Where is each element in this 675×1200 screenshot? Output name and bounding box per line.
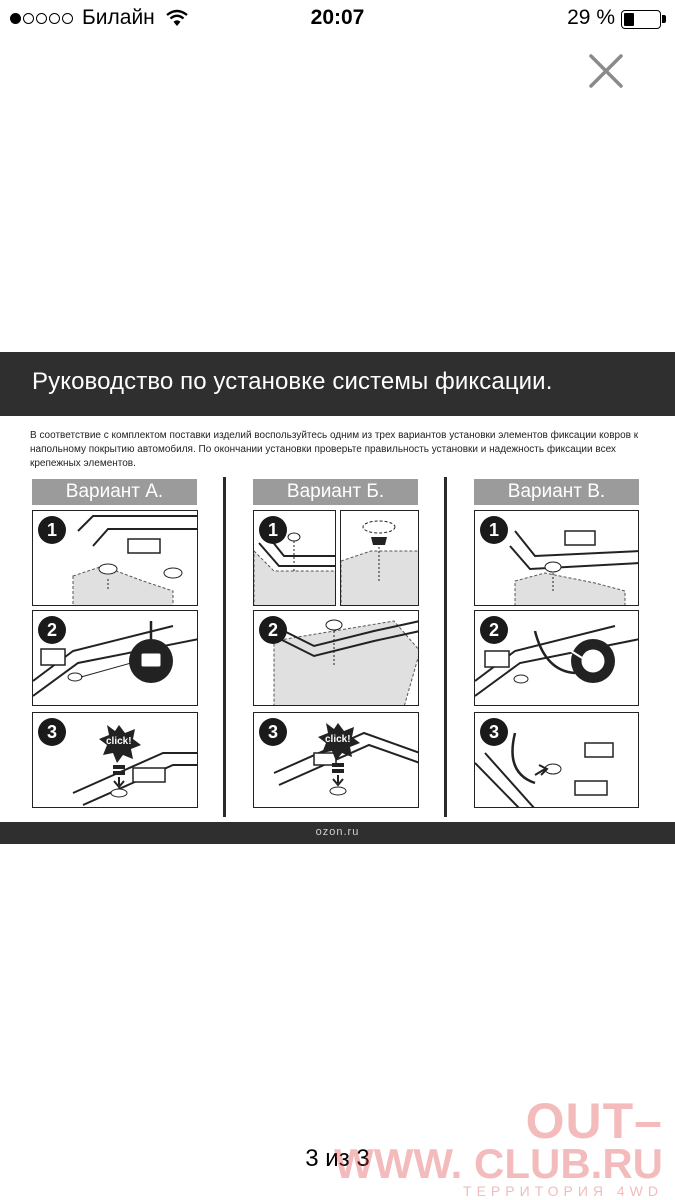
variant-v-step-2: 2 [474, 610, 639, 706]
page-counter: 3 из 3 [305, 1145, 370, 1172]
variant-a-header: Вариант А. [32, 479, 197, 505]
image-header: Руководство по установке системы фиксаци… [0, 352, 675, 416]
step-1-badge: 1 [259, 516, 287, 544]
click-label: click! [106, 736, 132, 747]
step-1-badge: 1 [38, 516, 66, 544]
variant-b-step-2: 2 [253, 610, 419, 706]
battery-percentage: 29 % [567, 6, 615, 29]
watermark-line-1: OUT– [525, 1093, 663, 1149]
image-footer: ozon.ru [0, 822, 675, 844]
step-2-badge: 2 [259, 616, 287, 644]
watermark-logo: OUT– WWW. CLUB.RU ТЕРРИТОРИЯ 4WD [334, 1093, 663, 1199]
column-divider [223, 477, 226, 817]
battery-icon [621, 10, 661, 29]
column-divider [444, 477, 447, 817]
step-1-badge: 1 [480, 516, 508, 544]
footer-brand: ozon.ru [315, 826, 360, 838]
instruction-image[interactable]: Руководство по установке системы фиксаци… [0, 352, 675, 845]
step-2-badge: 2 [38, 616, 66, 644]
clock: 20:07 [310, 6, 365, 29]
variant-a-step-2: 2 [32, 610, 198, 706]
click-label: click! [325, 734, 351, 745]
step-2-badge: 2 [480, 616, 508, 644]
image-intro-text: В соответствие с комплектом поставки изд… [30, 430, 639, 469]
variant-b-step-1b [340, 510, 419, 606]
variant-a-step-3: click! 3 [32, 712, 198, 808]
step-3-badge: 3 [38, 718, 66, 746]
close-button[interactable] [585, 50, 627, 92]
variant-a-step-1: 1 [32, 510, 198, 606]
variant-b-step-1a: 1 [253, 510, 336, 606]
watermark-line-2: WWW. CLUB.RU [334, 1140, 663, 1187]
variant-v-header: Вариант В. [474, 479, 639, 505]
step-3-badge: 3 [259, 718, 287, 746]
variant-v-step-1: 1 [474, 510, 639, 606]
variant-v-step-3: 3 [474, 712, 639, 808]
image-title: Руководство по установке системы фиксаци… [32, 368, 553, 395]
step-3-badge: 3 [480, 718, 508, 746]
status-bar: Билайн 20:07 29 % [0, 0, 675, 38]
variant-b-step-3: click! 3 [253, 712, 419, 808]
close-icon [589, 54, 623, 88]
wifi-icon [165, 8, 189, 33]
signal-strength-icon [10, 13, 73, 24]
watermark-line-3: ТЕРРИТОРИЯ 4WD [463, 1183, 663, 1199]
battery-tip [662, 15, 666, 23]
variant-b-header: Вариант Б. [253, 479, 418, 505]
carrier-name: Билайн [82, 6, 155, 29]
